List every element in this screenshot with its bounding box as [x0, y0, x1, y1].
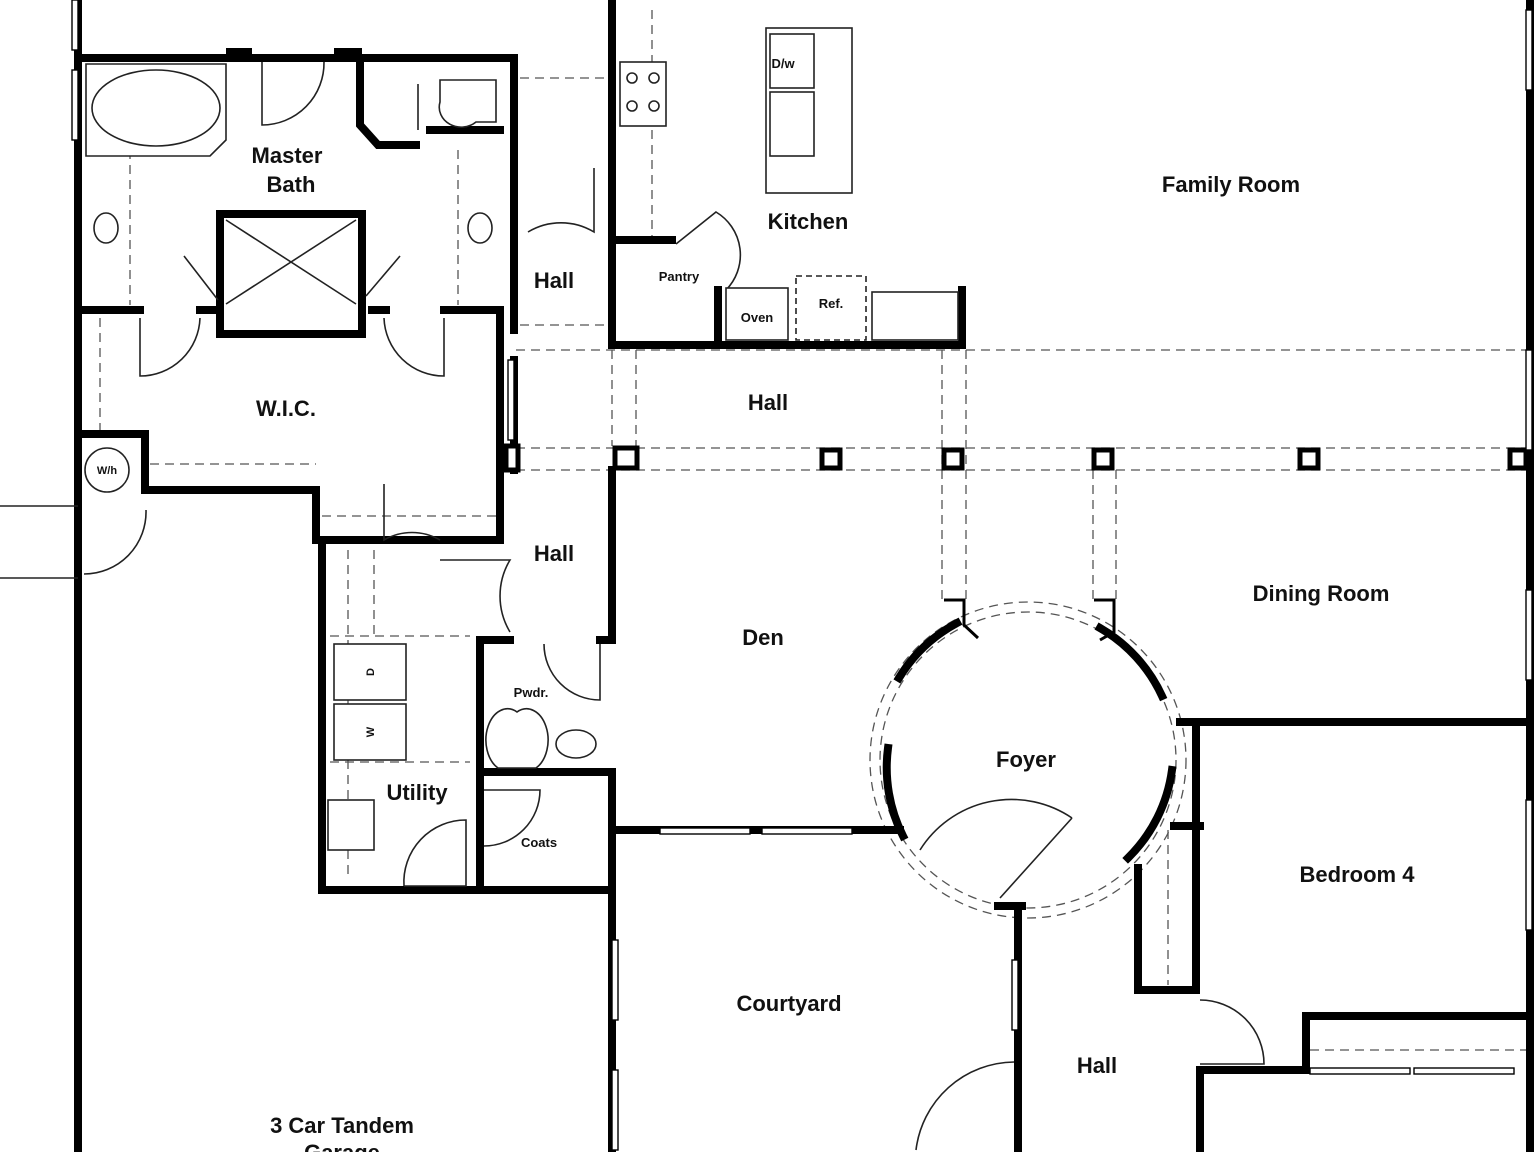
- garage-label-2: Garage: [304, 1140, 380, 1152]
- powder-label: Pwdr.: [514, 685, 549, 700]
- garage-label-1: 3 Car Tandem: [270, 1113, 414, 1138]
- family-room-label: Family Room: [1162, 172, 1300, 197]
- wic-label: W.I.C.: [256, 396, 316, 421]
- door-swings: [0, 61, 1265, 1151]
- pantry-label: Pantry: [659, 269, 700, 284]
- fixtures: [84, 27, 959, 851]
- dryer-label: D: [365, 668, 377, 676]
- bedroom4-label: Bedroom 4: [1300, 862, 1416, 887]
- master-bath-label-1: Master: [252, 143, 323, 168]
- room-labels: Master Bath W.I.C. W/h Hall Kitchen D/w …: [97, 56, 1415, 1152]
- hall-lower-label: Hall: [1077, 1053, 1117, 1078]
- coats-label: Coats: [521, 835, 557, 850]
- dining-room-label: Dining Room: [1253, 581, 1390, 606]
- walls: [74, 0, 1534, 1152]
- kitchen-label: Kitchen: [768, 209, 849, 234]
- ref-label: Ref.: [819, 296, 844, 311]
- dishwasher-label: D/w: [771, 56, 795, 71]
- den-label: Den: [742, 625, 784, 650]
- dashed-opening-lines: [99, 10, 1530, 1051]
- hall-upper-label: Hall: [534, 268, 574, 293]
- water-heater-label: W/h: [97, 465, 117, 477]
- columns: [503, 443, 1529, 473]
- foyer-rotunda: [869, 598, 1187, 919]
- master-bath-label-2: Bath: [267, 172, 316, 197]
- windows: [71, 0, 1533, 1151]
- courtyard-label: Courtyard: [736, 991, 841, 1016]
- foyer-label: Foyer: [996, 747, 1056, 772]
- washer-label: W: [365, 726, 377, 737]
- hall-mid-label: Hall: [534, 541, 574, 566]
- utility-label: Utility: [386, 780, 448, 805]
- oven-label: Oven: [741, 310, 774, 325]
- hall-center-label: Hall: [748, 390, 788, 415]
